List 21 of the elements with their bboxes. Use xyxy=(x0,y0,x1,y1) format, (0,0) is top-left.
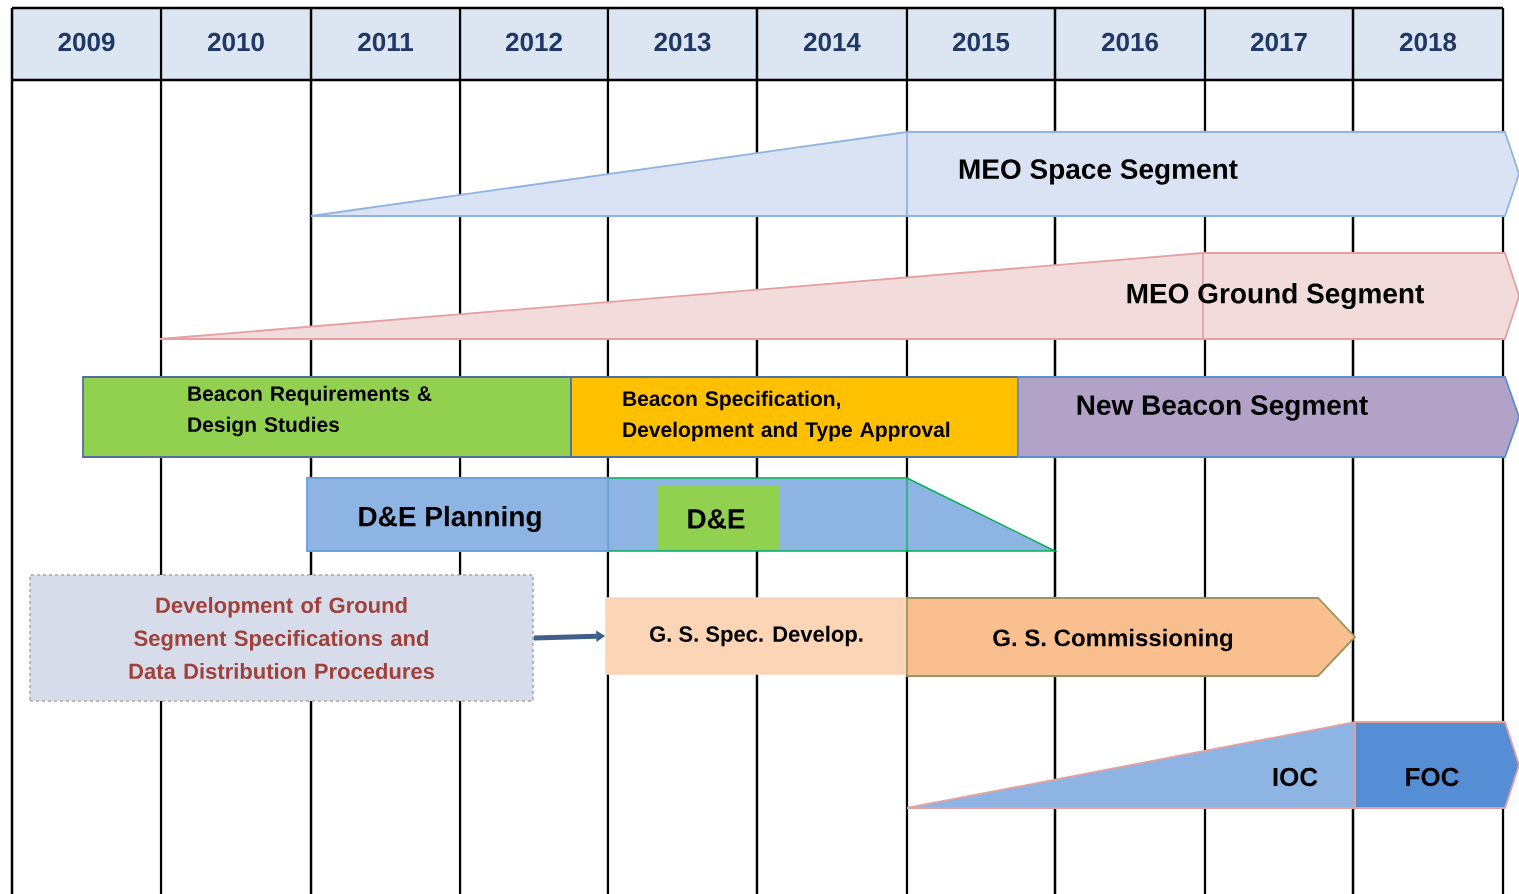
note-box: Development of Ground Segment Specifications and Data Distribution Procedures xyxy=(29,574,534,702)
phase-bar: Beacon Specification, Development and Type Approval xyxy=(570,376,1019,458)
year-label: 2009 xyxy=(58,32,115,52)
phase-bar: G. S. Spec. Develop. xyxy=(605,597,908,675)
year-label: 2012 xyxy=(506,32,562,52)
phase-band: G. S. Commissioning xyxy=(906,597,1357,677)
segment-band: New Beacon Segment xyxy=(1017,376,1519,458)
year-label: 2015 xyxy=(953,32,1010,52)
segment-band: MEO Ground Segment xyxy=(159,252,1519,340)
phase-band: FOC xyxy=(1354,721,1519,809)
year-label: 2016 xyxy=(1102,32,1158,52)
year-label: 2018 xyxy=(1400,32,1457,52)
segment-band: MEO Space Segment xyxy=(310,131,1519,217)
year-label: 2010 xyxy=(208,32,264,52)
phase-bar: Beacon Requirements & Design Studies xyxy=(82,376,572,458)
year-label: 2011 xyxy=(358,32,413,52)
phase-box: D&E xyxy=(657,485,779,550)
year-label: 2014 xyxy=(804,32,861,52)
year-label: 2017 xyxy=(1251,32,1307,52)
phase-bar: D&E Planning xyxy=(306,477,609,552)
year-label: 2013 xyxy=(654,32,711,52)
